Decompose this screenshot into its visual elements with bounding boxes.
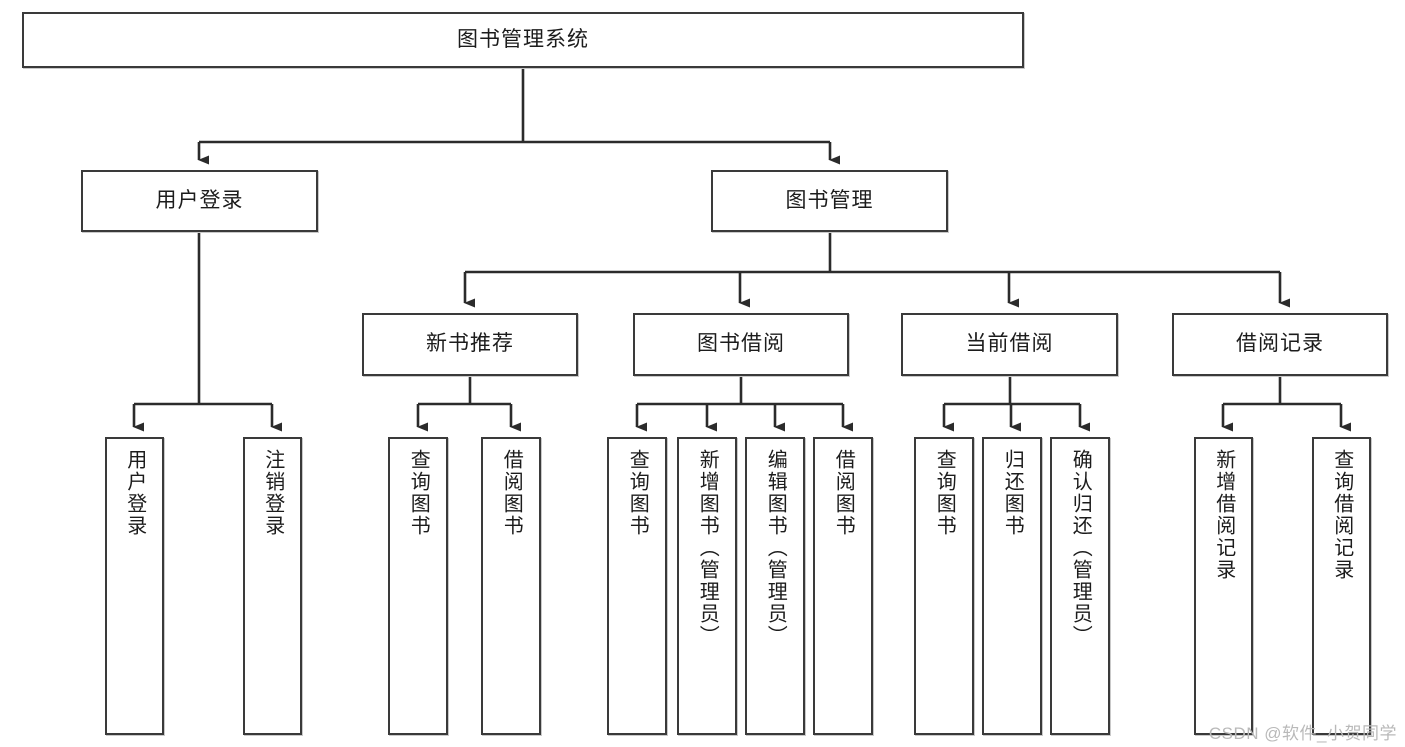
leaf-borrow-book-2[interactable]: 借阅图书 bbox=[813, 437, 873, 735]
leaf-add-book[interactable]: 新增图书（管理员） bbox=[677, 437, 737, 735]
node-new-book-recommend-label: 新书推荐 bbox=[426, 332, 514, 356]
node-borrow-record[interactable]: 借阅记录 bbox=[1172, 313, 1388, 376]
leaf-query-book-3-label: 查询图书 bbox=[933, 449, 956, 537]
leaf-add-record-label: 新增借阅记录 bbox=[1212, 449, 1235, 581]
node-borrow-record-label: 借阅记录 bbox=[1236, 332, 1324, 356]
leaf-query-record[interactable]: 查询借阅记录 bbox=[1312, 437, 1371, 735]
leaf-return-book[interactable]: 归还图书 bbox=[982, 437, 1042, 735]
leaf-query-book-1[interactable]: 查询图书 bbox=[388, 437, 448, 735]
node-new-book-recommend[interactable]: 新书推荐 bbox=[362, 313, 578, 376]
leaf-query-book-2[interactable]: 查询图书 bbox=[607, 437, 667, 735]
leaf-borrow-book-2-label: 借阅图书 bbox=[832, 449, 855, 537]
leaf-user-logout[interactable]: 注销登录 bbox=[243, 437, 302, 735]
leaf-borrow-book-1[interactable]: 借阅图书 bbox=[481, 437, 541, 735]
watermark: CSDN @软件_小贺同学 bbox=[1208, 724, 1397, 743]
leaf-user-login[interactable]: 用户登录 bbox=[105, 437, 164, 735]
node-root[interactable]: 图书管理系统 bbox=[22, 12, 1024, 68]
node-user-login-label: 用户登录 bbox=[155, 188, 244, 212]
leaf-add-record[interactable]: 新增借阅记录 bbox=[1194, 437, 1253, 735]
leaf-query-book-1-label: 查询图书 bbox=[407, 449, 430, 537]
leaf-query-book-3[interactable]: 查询图书 bbox=[914, 437, 974, 735]
node-current-borrow[interactable]: 当前借阅 bbox=[901, 313, 1118, 376]
node-book-manage-label: 图书管理 bbox=[785, 188, 874, 212]
leaf-confirm-return-label: 确认归还（管理员） bbox=[1069, 449, 1092, 647]
node-book-borrow-label: 图书借阅 bbox=[697, 332, 785, 356]
node-user-login[interactable]: 用户登录 bbox=[81, 170, 318, 232]
node-book-borrow[interactable]: 图书借阅 bbox=[633, 313, 849, 376]
leaf-borrow-book-1-label: 借阅图书 bbox=[500, 449, 523, 537]
leaf-user-logout-label: 注销登录 bbox=[261, 449, 284, 537]
leaf-edit-book-label: 编辑图书（管理员） bbox=[764, 449, 787, 647]
leaf-query-record-label: 查询借阅记录 bbox=[1330, 449, 1353, 581]
leaf-confirm-return[interactable]: 确认归还（管理员） bbox=[1050, 437, 1110, 735]
node-current-borrow-label: 当前借阅 bbox=[965, 332, 1054, 356]
leaf-query-book-2-label: 查询图书 bbox=[626, 449, 649, 537]
node-book-manage[interactable]: 图书管理 bbox=[711, 170, 948, 232]
leaf-return-book-label: 归还图书 bbox=[1001, 449, 1024, 537]
leaf-add-book-label: 新增图书（管理员） bbox=[696, 449, 719, 647]
leaf-user-login-label: 用户登录 bbox=[123, 449, 146, 537]
leaf-edit-book[interactable]: 编辑图书（管理员） bbox=[745, 437, 805, 735]
node-root-label: 图书管理系统 bbox=[457, 27, 589, 51]
